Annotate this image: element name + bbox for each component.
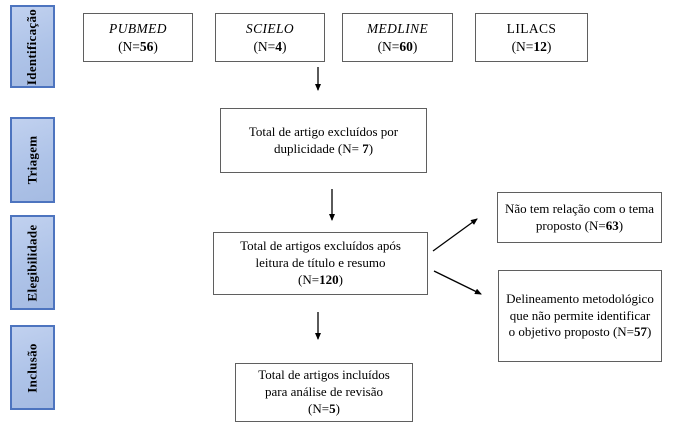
box-no-relation-excluded: Não tem relação com o tema proposto (N=6… xyxy=(497,192,662,243)
source-box-pubmed: PUBMED (N=56) xyxy=(83,13,193,62)
count-suffix: ) xyxy=(338,271,343,287)
source-name: LILACS xyxy=(506,20,557,36)
arrow-screening-to-no-relation xyxy=(432,218,478,252)
box-text-line: Total de artigos excluídos após xyxy=(240,238,401,254)
box-title-abstract-excluded: Total de artigos excluídos após leitura … xyxy=(213,232,428,295)
stage-label-elegibilidade: Elegibilidade xyxy=(10,215,55,310)
count-suffix: ) xyxy=(153,38,158,54)
stage-label-text: Identificação xyxy=(24,8,40,85)
count-value: 7 xyxy=(362,140,369,156)
count-prefix: (N= xyxy=(298,271,320,287)
count-value: 63 xyxy=(605,217,619,233)
box-text: Total de artigo excluídos por duplicidad… xyxy=(227,124,420,158)
count-prefix: (N= xyxy=(584,217,606,233)
count-prefix: (N= xyxy=(308,400,330,416)
count-suffix: ) xyxy=(368,140,374,156)
count-value: 60 xyxy=(399,38,413,54)
box-methodology-excluded: Delineamento metodológico que não permit… xyxy=(498,270,662,362)
source-count: (N=4) xyxy=(253,38,286,56)
count-suffix: ) xyxy=(618,217,624,233)
count-value: 120 xyxy=(319,271,339,287)
count-prefix: (N= xyxy=(118,38,140,54)
box-text: Não tem relação com o tema proposto (N=6… xyxy=(504,201,655,235)
count-suffix: ) xyxy=(412,38,418,54)
box-text-line: para análise de revisão xyxy=(264,384,384,400)
box-text-main: Delineamento metodológico que não permit… xyxy=(506,290,654,340)
box-text-main: Total de artigo excluídos por duplicidad… xyxy=(248,123,399,156)
source-count: (N=56) xyxy=(118,38,158,56)
box-duplicates-excluded: Total de artigo excluídos por duplicidad… xyxy=(220,108,427,173)
count-prefix: (N= xyxy=(612,324,635,340)
source-name: MEDLINE xyxy=(366,20,429,36)
count-value: 5 xyxy=(329,400,336,416)
count-value: 56 xyxy=(139,38,154,54)
box-count: (N=120) xyxy=(298,272,343,289)
source-box-medline: MEDLINE (N=60) xyxy=(342,13,453,62)
count-value: 12 xyxy=(533,38,547,54)
box-text-main: Não tem relação com o tema proposto xyxy=(504,200,655,233)
arrow-screening-to-methodology xyxy=(433,270,482,295)
count-value: 4 xyxy=(275,38,283,54)
count-suffix: ) xyxy=(282,38,287,54)
box-text: Delineamento metodológico que não permit… xyxy=(505,291,655,342)
stage-label-identificacao: Identificação xyxy=(10,5,55,88)
source-name: PUBMED xyxy=(109,20,167,36)
count-prefix: (N= xyxy=(337,140,363,156)
source-count: (N=12) xyxy=(512,38,552,56)
count-suffix: ) xyxy=(335,400,340,416)
source-box-scielo: SCIELO (N=4) xyxy=(215,13,325,62)
count-suffix: ) xyxy=(546,38,552,54)
stage-label-text: Triagem xyxy=(24,135,40,185)
count-prefix: (N= xyxy=(253,38,276,54)
count-value: 57 xyxy=(634,324,648,340)
count-prefix: (N= xyxy=(511,38,534,54)
stage-label-inclusao: Inclusão xyxy=(10,325,55,410)
box-count: (N=5) xyxy=(308,401,340,418)
count-prefix: (N= xyxy=(377,38,400,54)
stage-label-text: Inclusão xyxy=(24,342,40,393)
box-text-line: Total de artigos incluídos xyxy=(258,367,390,383)
source-count: (N=60) xyxy=(378,38,418,56)
count-suffix: ) xyxy=(647,324,652,340)
box-included-for-review: Total de artigos incluídos para análise … xyxy=(235,363,413,422)
stage-label-text: Elegibilidade xyxy=(24,224,40,301)
stage-label-triagem: Triagem xyxy=(10,117,55,203)
source-name: SCIELO xyxy=(245,20,295,36)
source-box-lilacs: LILACS (N=12) xyxy=(475,13,588,62)
box-text-line: leitura de título e resumo xyxy=(255,255,386,271)
